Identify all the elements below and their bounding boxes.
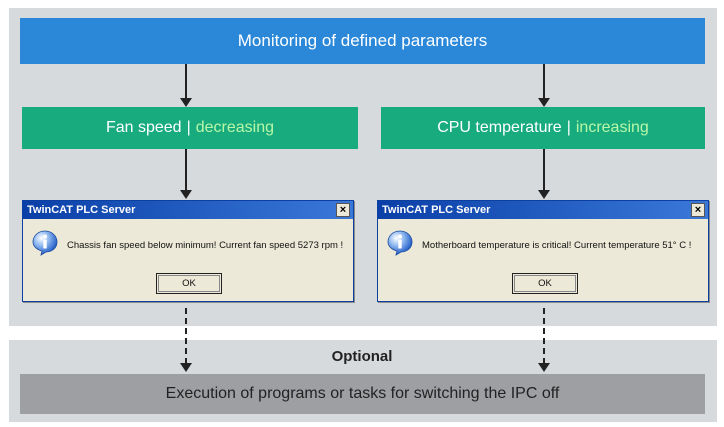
fan-speed-trend: decreasing <box>195 119 275 136</box>
optional-label: Optional <box>331 348 393 365</box>
execution-bar: Execution of programs or tasks for switc… <box>20 374 705 414</box>
arrow-header-to-fan <box>180 64 192 107</box>
arrow-cpu-to-dialog <box>538 149 550 199</box>
fan-alert-title: TwinCAT PLC Server <box>27 204 136 216</box>
cpu-temperature-trend: increasing <box>575 119 649 136</box>
cpu-alert-body: Motherboard temperature is critical! Cur… <box>378 219 708 301</box>
monitoring-header: Monitoring of defined parameters <box>20 18 705 64</box>
close-icon[interactable]: × <box>691 203 705 217</box>
close-icon[interactable]: × <box>336 203 350 217</box>
fan-alert-body: Chassis fan speed below minimum! Current… <box>23 219 353 301</box>
arrow-fan-to-execution <box>180 308 192 372</box>
cpu-temperature-box: CPU temperature | increasing <box>381 107 705 149</box>
fan-speed-box: Fan speed | decreasing <box>22 107 358 149</box>
fan-alert-ok-button[interactable]: OK <box>156 273 222 294</box>
cpu-alert-message: Motherboard temperature is critical! Cur… <box>422 240 692 251</box>
cpu-temperature-separator: | <box>566 119 571 136</box>
cpu-temperature-label: CPU temperature <box>437 119 562 136</box>
info-icon <box>32 230 58 256</box>
fan-speed-separator: | <box>186 119 191 136</box>
arrow-fan-to-dialog <box>180 149 192 199</box>
fan-alert-titlebar: TwinCAT PLC Server × <box>23 201 353 219</box>
arrow-header-to-cpu <box>538 64 550 107</box>
arrow-cpu-to-execution <box>538 308 550 372</box>
info-icon <box>387 230 413 256</box>
fan-alert-message: Chassis fan speed below minimum! Current… <box>67 240 344 251</box>
cpu-alert-titlebar: TwinCAT PLC Server × <box>378 201 708 219</box>
cpu-alert-ok-button[interactable]: OK <box>512 273 578 294</box>
cpu-alert-dialog: TwinCAT PLC Server × Motherboard tempera… <box>377 200 709 302</box>
fan-alert-dialog: TwinCAT PLC Server × Chassis fan speed b… <box>22 200 354 302</box>
cpu-alert-title: TwinCAT PLC Server <box>382 204 491 216</box>
fan-speed-label: Fan speed <box>105 119 182 136</box>
